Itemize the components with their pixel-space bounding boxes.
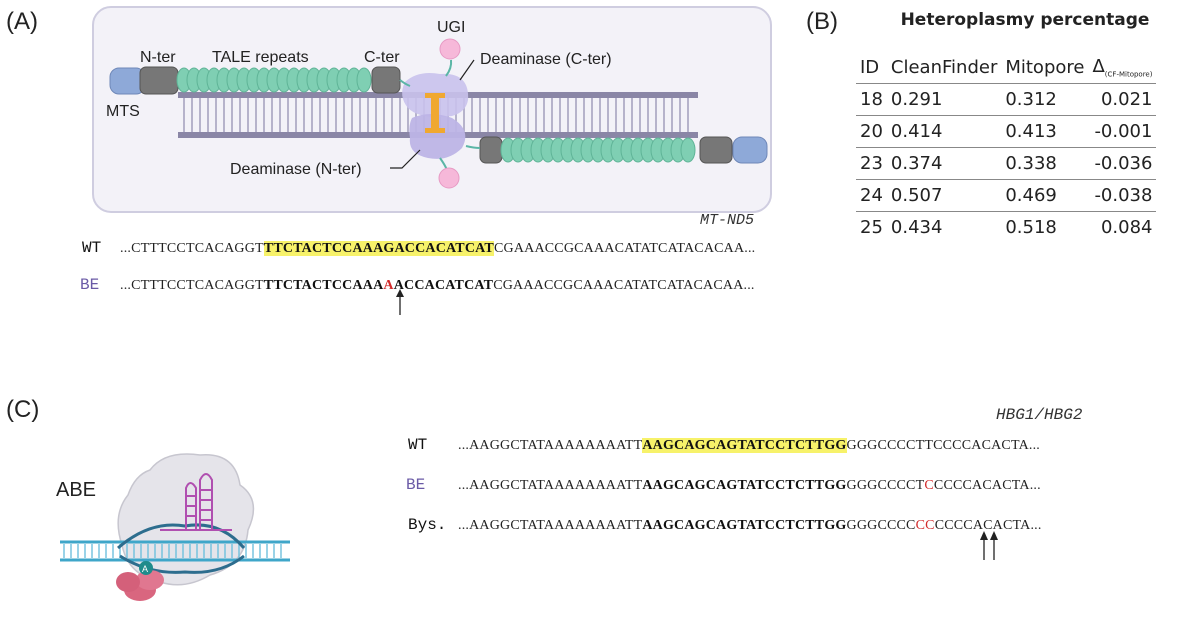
seq-prefix: ...CTTTCCTCACAGGT <box>120 278 264 293</box>
be-label-c: BE <box>406 476 426 494</box>
label-nter: N-ter <box>140 49 176 66</box>
nter-domain-left <box>139 66 179 95</box>
seq-prefix: ...AAGGCTATAAAAAAAATT <box>458 438 643 453</box>
label-tale-repeats: TALE repeats <box>212 49 309 66</box>
header-id: ID <box>860 57 880 78</box>
cell-id: 24 <box>856 179 887 212</box>
header-cleanfinder: CleanFinder <box>890 57 998 78</box>
cell-mitopore: 0.469 <box>1001 179 1089 212</box>
table-row: 18 0.291 0.312 0.021 <box>856 83 1157 116</box>
cell-delta: -0.001 <box>1088 115 1157 148</box>
seq-prefix: ...AAGGCTATAAAAAAAATT <box>458 478 643 493</box>
bys-label-c: Bys. <box>408 516 447 534</box>
adenine-letter: A <box>142 564 148 574</box>
mutation-arrows-c <box>980 531 998 560</box>
wt-label-a: WT <box>82 239 102 257</box>
wt-sequence-c: ...AAGGCTATAAAAAAAATTAAGCAGCAGTATCCTCTTG… <box>458 438 1040 454</box>
cell-mitopore: 0.413 <box>1001 115 1089 148</box>
seq-prefix: ...CTTTCCTCACAGGT <box>120 241 264 256</box>
cell-delta: 0.084 <box>1088 211 1157 243</box>
table-row: 25 0.434 0.518 0.084 <box>856 211 1157 243</box>
cell-mitopore: 0.312 <box>1001 83 1089 116</box>
be-label-a: BE <box>80 276 100 294</box>
deaminase <box>399 38 481 189</box>
abe-illustration: A <box>60 453 290 601</box>
tale-repeat-bead <box>680 137 696 163</box>
mts-domain-right <box>732 136 768 164</box>
seq-protospacer: ACCACATCAT <box>393 278 494 293</box>
panel-b-label: (B) <box>806 8 838 35</box>
tale-arm-left <box>109 66 401 95</box>
table-row: 20 0.414 0.413 -0.001 <box>856 115 1157 148</box>
be-sequence-c: ...AAGGCTATAAAAAAAATTAAGCAGCAGTATCCTCTTG… <box>458 478 1041 494</box>
ugi-bottom <box>438 167 460 189</box>
cell-cleanfinder: 0.374 <box>886 147 1002 180</box>
label-deaminase-n-ter: Deaminase (N-ter) <box>230 161 362 178</box>
seq-suffix: CGAAACCGCAAACATATCATACACAA... <box>493 278 755 293</box>
cter-domain-left <box>371 66 401 94</box>
seq-mid: GGGCCCC <box>846 518 916 533</box>
seq-prefix: ...AAGGCTATAAAAAAAATT <box>458 518 643 533</box>
table-title: Heteroplasmy percentage <box>900 10 1150 30</box>
table-header-row: ID CleanFinder Mitopore Δ(CF-Mitopore) <box>856 52 1156 84</box>
cell-delta: 0.021 <box>1088 83 1157 116</box>
bys-sequence-c: ...AAGGCTATAAAAAAAATTAAGCAGCAGTATCCTCTTG… <box>458 518 1042 534</box>
cell-cleanfinder: 0.507 <box>886 179 1002 212</box>
be-sequence-a: ...CTTTCCTCACAGGTTTCTACTCCAAAAACCACATCAT… <box>120 278 755 294</box>
table-row: 23 0.374 0.338 -0.036 <box>856 147 1157 180</box>
seq-protospacer: AAGCAGCAGTATCCTCTTGG <box>642 518 847 533</box>
table-row: 24 0.507 0.469 -0.038 <box>856 179 1157 212</box>
gene-label-hbg: HBG1/HBG2 <box>996 406 1083 424</box>
label-abe: ABE <box>56 479 96 501</box>
guide-rna <box>160 473 232 531</box>
header-mitopore: Mitopore <box>1005 57 1085 78</box>
mutation-arrow-a <box>396 289 404 315</box>
delta-symbol: Δ <box>1092 56 1105 78</box>
seq-mid: GGGCCCCT <box>846 478 925 493</box>
target-base-marker <box>431 93 439 133</box>
seq-mutated-base: C <box>924 478 934 493</box>
label-cter: C-ter <box>364 49 400 66</box>
cell-id: 25 <box>856 211 887 243</box>
panel-c-label: (C) <box>6 396 40 423</box>
cell-mitopore: 0.518 <box>1001 211 1089 243</box>
label-ugi: UGI <box>437 19 465 36</box>
cell-cleanfinder: 0.414 <box>886 115 1002 148</box>
heteroplasmy-table: ID CleanFinder Mitopore Δ(CF-Mitopore) 1… <box>856 52 1157 243</box>
seq-protospacer: TTCTACTCCAAA <box>263 278 384 293</box>
cell-mitopore: 0.338 <box>1001 147 1089 180</box>
delta-subscript: (CF-Mitopore) <box>1104 70 1153 79</box>
cter-domain-right <box>479 136 503 164</box>
seq-suffix: GGGCCCCTTCCCCACACTA... <box>846 438 1040 453</box>
cell-id: 18 <box>856 83 887 116</box>
seq-protospacer: AAGCAGCAGTATCCTCTTGG <box>642 478 847 493</box>
cell-delta: -0.038 <box>1088 179 1157 212</box>
panel-a-label: (A) <box>6 8 38 35</box>
seq-suffix: CCCCACACTA... <box>933 478 1041 493</box>
label-mts: MTS <box>106 103 140 120</box>
ugi-top <box>439 38 461 60</box>
wt-label-c: WT <box>408 436 428 454</box>
seq-highlight: TTCTACTCCAAAGACCACATCAT <box>263 241 494 256</box>
nter-domain-right <box>699 136 733 164</box>
deaminase-n-ter-shape <box>409 114 466 159</box>
cell-cleanfinder: 0.291 <box>886 83 1002 116</box>
label-deaminase-c-ter: Deaminase (C-ter) <box>480 51 612 68</box>
cell-cleanfinder: 0.434 <box>886 211 1002 243</box>
cell-id: 20 <box>856 115 887 148</box>
cell-delta: -0.036 <box>1088 147 1157 180</box>
wt-sequence-a: ...CTTTCCTCACAGGTTTCTACTCCAAAGACCACATCAT… <box>120 241 755 257</box>
gene-label-mt-nd5: MT-ND5 <box>700 212 755 229</box>
seq-suffix: CGAAACCGCAAACATATCATACACAA... <box>493 241 756 256</box>
seq-highlight: AAGCAGCAGTATCCTCTTGG <box>642 438 847 453</box>
tale-arm-right <box>479 136 768 164</box>
seq-suffix: CCCCACACTA... <box>934 518 1042 533</box>
tale-repeat-bead <box>356 67 372 93</box>
seq-mutated-base: CC <box>915 518 935 533</box>
header-delta: Δ(CF-Mitopore) <box>1088 52 1156 84</box>
adenine-marker <box>139 561 153 575</box>
seq-mutated-base: A <box>383 278 394 293</box>
cell-id: 23 <box>856 147 887 180</box>
